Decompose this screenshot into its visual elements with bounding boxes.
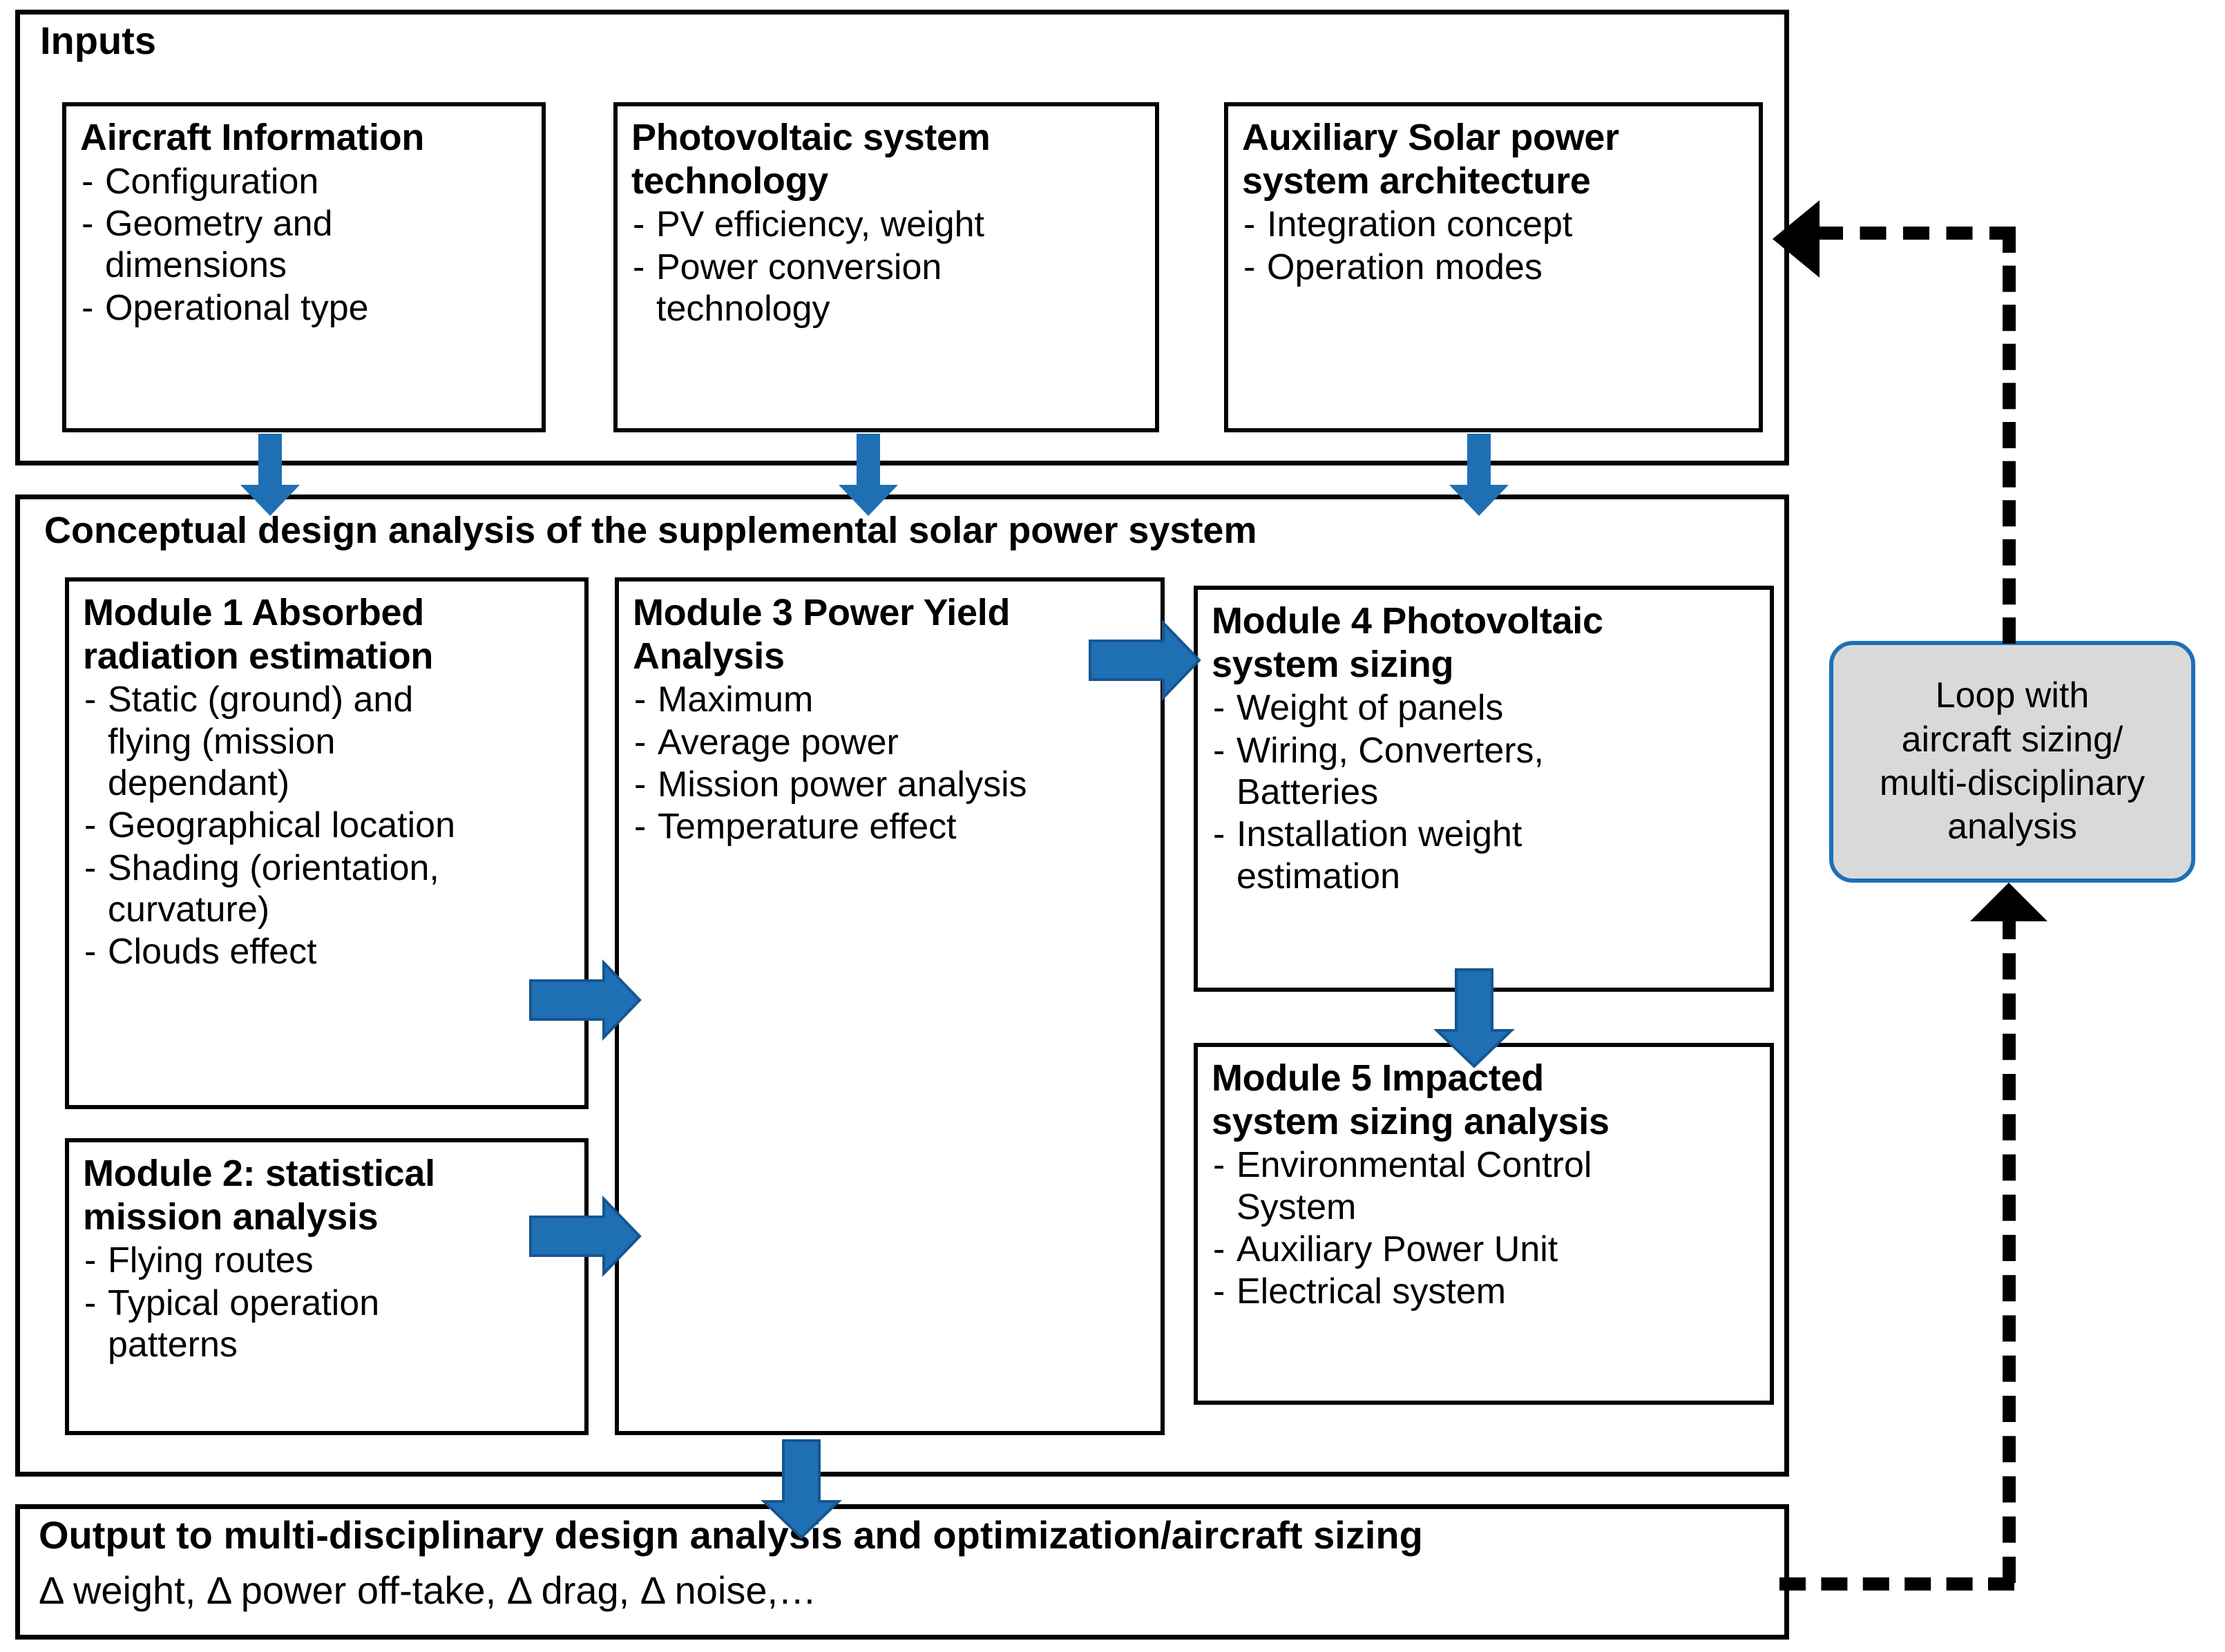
output-subtitle: Δ weight, Δ power off-take, Δ drag, Δ no… (39, 1568, 817, 1612)
list-item: PV efficiency, weight (631, 204, 1143, 246)
loop-dash-right-vertical-lower (2003, 913, 2016, 1583)
list-item: Temperature effect (633, 806, 1148, 848)
loop-arrowhead-up (1970, 883, 2047, 921)
card-item-list: Integration concept Operation modes (1242, 204, 1746, 288)
arrow-down-inputs-to-analysis-3 (1449, 434, 1509, 516)
list-item: Installation weight estimation (1212, 814, 1757, 897)
card-photovoltaic-system-technology: Photovoltaic system technology PV effici… (613, 102, 1159, 432)
list-item: Environmental Control System (1212, 1144, 1757, 1228)
arrow-down-analysis-to-output (761, 1439, 842, 1539)
analysis-section-title: Conceptual design analysis of the supple… (44, 510, 1257, 551)
loop-dash-bottom-horizontal (1779, 1577, 2014, 1591)
card-item-list: Flying routes Typical operation patterns (83, 1240, 572, 1365)
arrow-down-inputs-to-analysis-2 (839, 434, 898, 516)
list-item: Configuration (80, 161, 529, 203)
list-item: Integration concept (1242, 204, 1746, 246)
inputs-section-title: Inputs (40, 19, 156, 62)
arrow-right-module1-to-module3 (529, 959, 642, 1041)
list-item: Mission power analysis (633, 764, 1148, 806)
output-container (15, 1504, 1789, 1640)
card-auxiliary-solar-power-architecture: Auxiliary Solar power system architectur… (1224, 102, 1763, 432)
loop-arrowhead-left (1773, 200, 1820, 278)
card-title: Module 1 Absorbed radiation estimation (83, 592, 434, 677)
list-item: Maximum (633, 679, 1148, 721)
card-item-list: PV efficiency, weight Power conversion t… (631, 204, 1143, 329)
card-item-list: Weight of panels Wiring, Converters, Bat… (1212, 687, 1757, 897)
list-item: Weight of panels (1212, 687, 1757, 729)
card-module-3-power-yield-analysis: Module 3 Power Yield Analysis Maximum Av… (615, 577, 1165, 1435)
card-title: Photovoltaic system technology (631, 117, 991, 202)
card-module-1-absorbed-radiation: Module 1 Absorbed radiation estimation S… (65, 577, 589, 1109)
list-item: Wiring, Converters, Batteries (1212, 730, 1757, 814)
list-item: Power conversion technology (631, 247, 1143, 330)
card-title: Module 5 Impacted system sizing analysis (1212, 1057, 1610, 1142)
loop-dash-top-horizontal (1817, 227, 2016, 240)
card-title: Module 2: statistical mission analysis (83, 1153, 435, 1238)
card-title: Module 3 Power Yield Analysis (633, 592, 1011, 677)
list-item: Auxiliary Power Unit (1212, 1229, 1757, 1271)
list-item: Static (ground) and flying (mission depe… (83, 679, 572, 804)
card-item-list: Maximum Average power Mission power anal… (633, 679, 1148, 848)
card-item-list: Static (ground) and flying (mission depe… (83, 679, 572, 973)
card-item-list: Environmental Control System Auxiliary P… (1212, 1144, 1757, 1313)
loop-box: Loop with aircraft sizing/ multi-discipl… (1829, 641, 2195, 883)
output-title: Output to multi-disciplinary design anal… (39, 1513, 1423, 1557)
list-item: Electrical system (1212, 1271, 1757, 1313)
list-item: Operational type (80, 287, 529, 329)
list-item: Average power (633, 722, 1148, 764)
loop-dash-right-vertical-upper (2003, 227, 2016, 644)
list-item: Shading (orientation, curvature) (83, 847, 572, 931)
card-module-4-photovoltaic-system-sizing: Module 4 Photovoltaic system sizing Weig… (1194, 586, 1774, 992)
list-item: Geometry and dimensions (80, 203, 529, 287)
list-item: Geographical location (83, 805, 572, 847)
card-module-5-impacted-system-sizing: Module 5 Impacted system sizing analysis… (1194, 1043, 1774, 1405)
arrow-down-inputs-to-analysis-1 (240, 434, 300, 516)
card-item-list: Configuration Geometry and dimensions Op… (80, 161, 529, 329)
card-title: Aircraft Information (80, 117, 425, 158)
card-title: Module 4 Photovoltaic system sizing (1212, 600, 1603, 685)
list-item: Operation modes (1242, 247, 1746, 289)
list-item: Typical operation patterns (83, 1283, 572, 1366)
list-item: Clouds effect (83, 931, 572, 973)
card-aircraft-information: Aircraft Information Configuration Geome… (62, 102, 546, 432)
list-item: Flying routes (83, 1240, 572, 1282)
card-module-2-statistical-mission-analysis: Module 2: statistical mission analysis F… (65, 1138, 589, 1435)
arrow-down-module4-to-module5 (1433, 968, 1515, 1068)
arrow-right-module2-to-module3 (529, 1195, 642, 1277)
card-title: Auxiliary Solar power system architectur… (1242, 117, 1619, 202)
arrow-right-module3-to-module4 (1089, 620, 1201, 701)
